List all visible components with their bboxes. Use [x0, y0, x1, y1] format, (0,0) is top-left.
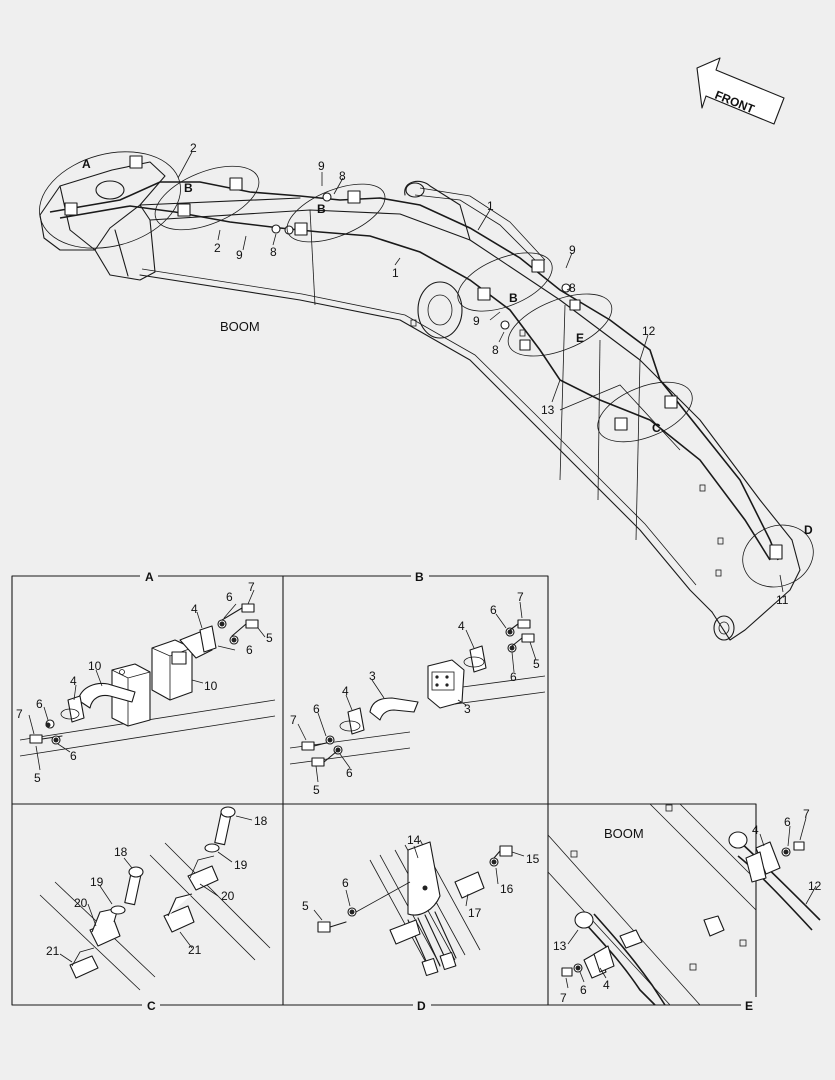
C-callout-19: 19 — [90, 875, 104, 889]
panel-A-drawing: 10 4 6 7 6 5 10 4 6 7 5 6 — [16, 580, 276, 785]
B-callout-7: 7 — [290, 713, 297, 727]
A-callout-5: 5 — [34, 771, 41, 785]
B-callout-6c: 6 — [490, 603, 497, 617]
B-callout-4b: 4 — [458, 619, 465, 633]
callout-2b: 2 — [214, 241, 221, 255]
C-callout-21b: 21 — [188, 943, 202, 957]
D-callout-17: 17 — [468, 906, 482, 920]
A-callout-4b: 4 — [191, 602, 198, 616]
callout-C: C — [652, 421, 661, 435]
callout-E: E — [576, 331, 584, 345]
panel-B-title: B — [415, 570, 424, 584]
callout-B-3: B — [509, 291, 518, 305]
D-callout-16: 16 — [500, 882, 514, 896]
E-callout-6: 6 — [784, 815, 791, 829]
E-callout-12: 12 — [808, 879, 822, 893]
A-callout-7: 7 — [16, 707, 23, 721]
boom-clamps — [64, 155, 783, 560]
hydraulic-pipes — [49, 181, 779, 561]
panel-D-drawing: 14 5 6 17 16 15 — [302, 833, 540, 977]
D-callout-5: 5 — [302, 899, 309, 913]
panel-D-title: D — [417, 999, 426, 1013]
E-callout-13: 13 — [553, 939, 567, 953]
boom-body — [39, 161, 801, 641]
panel-B-drawing: 3 4 6 7 6 5 3 4 6 7 5 6 — [289, 590, 546, 797]
callout-1b: 1 — [392, 266, 399, 280]
callout-8b: 8 — [339, 169, 346, 183]
callout-8d: 8 — [492, 343, 499, 357]
A-callout-4: 4 — [70, 674, 77, 688]
C-callout-18b: 18 — [254, 814, 268, 828]
B-callout-7b: 7 — [517, 590, 524, 604]
front-arrow-icon: FRONT — [696, 57, 785, 125]
B-callout-3b: 3 — [464, 702, 471, 716]
C-callout-19b: 19 — [234, 858, 248, 872]
E-callout-4: 4 — [752, 823, 759, 837]
A-callout-5b: 5 — [266, 631, 273, 645]
callout-A: A — [82, 157, 91, 171]
C-callout-20b: 20 — [221, 889, 235, 903]
E-boom-label: BOOM — [604, 826, 644, 841]
D-callout-15: 15 — [526, 852, 540, 866]
callout-D: D — [804, 523, 813, 537]
B-callout-6: 6 — [313, 702, 320, 716]
boom-callouts: A 2 B 2 9 8 9 8 B 1 1 9 8 B 9 8 E 12 13 … — [82, 141, 813, 607]
A-callout-6c: 6 — [226, 590, 233, 604]
callout-B-2: B — [317, 202, 326, 216]
C-callout-20: 20 — [74, 896, 88, 910]
B-callout-4: 4 — [342, 684, 349, 698]
A-callout-10b: 10 — [204, 679, 218, 693]
callout-8c: 8 — [569, 281, 576, 295]
B-callout-6d: 6 — [510, 670, 517, 684]
callout-11: 11 — [776, 593, 789, 607]
B-callout-3: 3 — [369, 669, 376, 683]
B-callout-5: 5 — [313, 783, 320, 797]
A-callout-7b: 7 — [248, 580, 255, 594]
C-callout-18: 18 — [114, 845, 128, 859]
E-callout-6b: 6 — [580, 983, 587, 997]
callout-12: 12 — [642, 324, 656, 338]
B-callout-6b: 6 — [346, 766, 353, 780]
A-callout-6: 6 — [36, 697, 43, 711]
detail-grid: A B C D E — [11, 568, 759, 1013]
A-callout-10: 10 — [88, 659, 102, 673]
callout-1: 1 — [487, 199, 494, 213]
A-callout-6d: 6 — [246, 643, 253, 657]
callout-B-1: B — [184, 181, 193, 195]
boom-label: BOOM — [220, 319, 260, 334]
panel-C-drawing: 18 19 20 21 18 19 20 21 — [39, 806, 271, 991]
callout-9: 9 — [236, 248, 243, 262]
callout-2: 2 — [190, 141, 197, 155]
callout-8: 8 — [270, 245, 277, 259]
C-callout-21: 21 — [46, 944, 60, 958]
panel-E-title: E — [745, 999, 753, 1013]
panel-A-title: A — [145, 570, 154, 584]
callout-9d: 9 — [473, 314, 480, 328]
D-callout-6: 6 — [342, 876, 349, 890]
E-callout-7: 7 — [803, 807, 810, 821]
callout-9b: 9 — [318, 159, 325, 173]
detail-circles — [39, 151, 814, 588]
E-callout-4b: 4 — [603, 978, 610, 992]
panel-E-drawing: 4 6 7 12 13 7 6 4 BOOM — [547, 803, 822, 1006]
panel-C-title: C — [147, 999, 156, 1013]
callout-9c: 9 — [569, 243, 576, 257]
leader-lines — [177, 151, 784, 593]
D-callout-14: 14 — [407, 833, 421, 847]
E-callout-7b: 7 — [560, 991, 567, 1005]
A-callout-6b: 6 — [70, 749, 77, 763]
callout-13: 13 — [541, 403, 555, 417]
B-callout-5b: 5 — [533, 657, 540, 671]
